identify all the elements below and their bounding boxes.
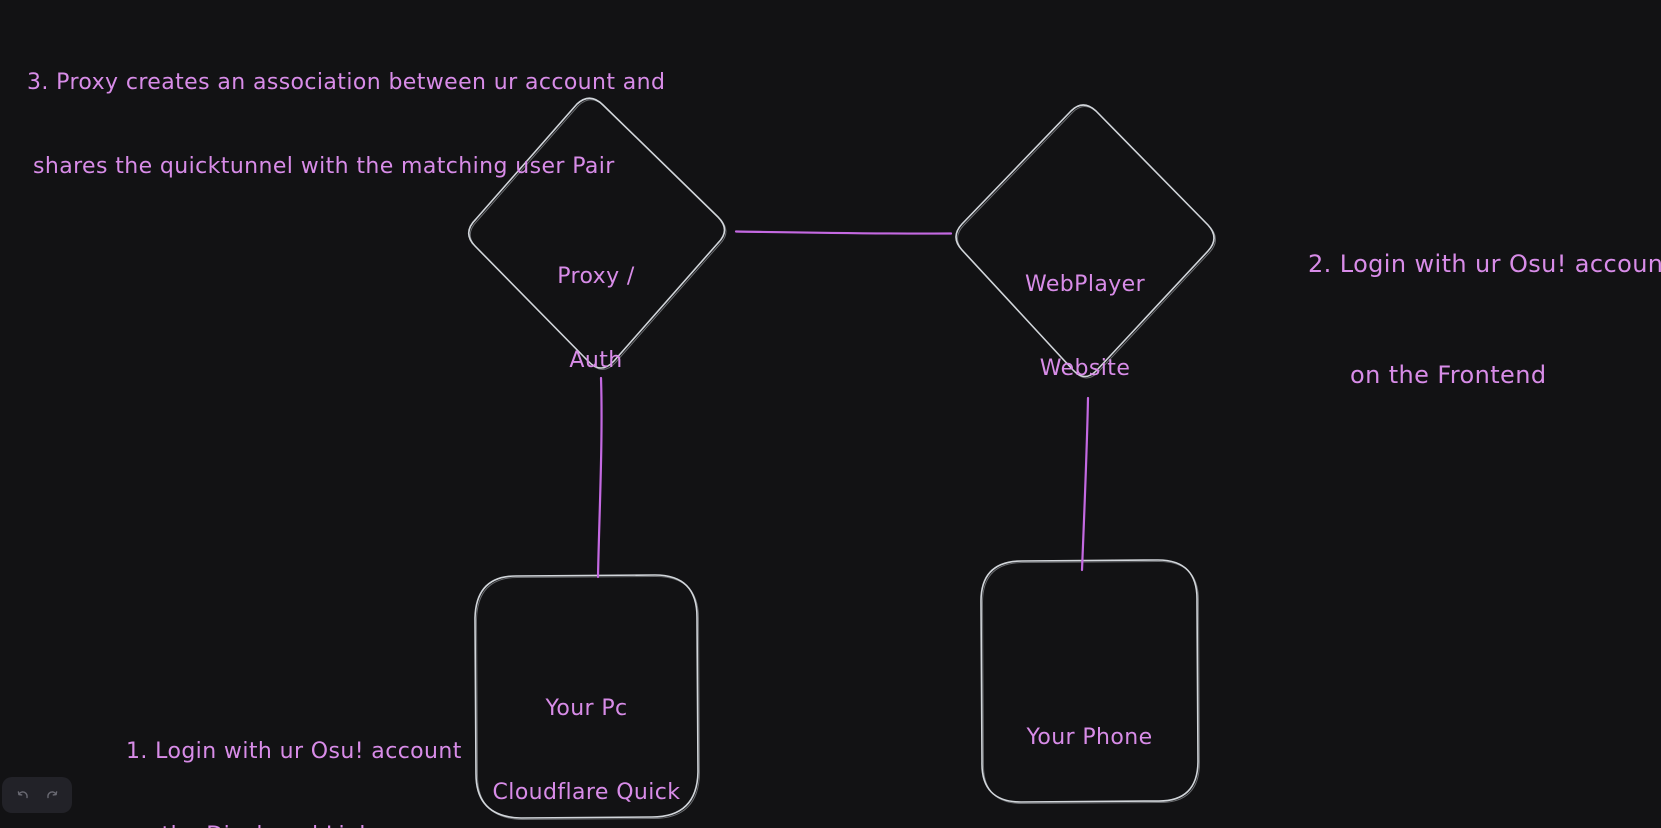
edge-webplayer-to-phone[interactable] (1080, 396, 1090, 572)
node-label-pc-tunnel[interactable]: Your Pc Cloudflare Quick tunnel Webserve… (476, 639, 697, 828)
undo-redo-island (2, 777, 72, 813)
annotation-step-3[interactable]: 3. Proxy creates an association between … (27, 13, 665, 237)
node-label-phone[interactable]: Your Phone (981, 668, 1198, 808)
rect-phone-sketch (982, 561, 1200, 804)
edge-proxy-to-pc[interactable] (596, 376, 603, 579)
node-label-webplayer[interactable]: WebPlayer Website (975, 215, 1195, 439)
proxy-auth-line-2: Auth (569, 348, 623, 373)
phone-line-1: Your Phone (1026, 725, 1153, 750)
annotation-step-2[interactable]: 2. Login with ur Osu! account on the Fro… (1308, 172, 1661, 468)
diamond-webplayer[interactable] (955, 104, 1215, 378)
annotation-step-1-line-1: 1. Login with ur Osu! account (126, 739, 462, 764)
rect-pc-tunnel[interactable] (474, 574, 699, 819)
annotation-step-3-line-1: 3. Proxy creates an association between … (27, 70, 666, 95)
edge-proxy-to-webplayer[interactable] (734, 230, 953, 235)
pc-tunnel-line-2: Cloudflare Quick (492, 780, 681, 805)
rect-pc-tunnel-sketch (476, 576, 700, 820)
proxy-auth-line-1: Proxy / (557, 264, 635, 289)
undo-icon (17, 791, 28, 799)
rect-phone[interactable] (980, 559, 1199, 803)
diamond-webplayer-sketch (957, 106, 1216, 379)
node-label-proxy-auth[interactable]: Proxy / Auth (486, 207, 706, 431)
undo-button[interactable] (11, 783, 35, 807)
annotation-step-1[interactable]: 1. Login with ur Osu! account on the Dis… (126, 682, 462, 828)
redo-button[interactable] (40, 783, 64, 807)
annotation-step-2-line-2: on the Frontend (1350, 361, 1547, 389)
annotation-step-2-line-1: 2. Login with ur Osu! account (1308, 250, 1661, 278)
webplayer-line-2: Website (1039, 356, 1131, 381)
pc-tunnel-line-1: Your Pc (545, 696, 628, 721)
diamond-proxy-auth-sketch (469, 99, 727, 370)
annotation-step-1-line-2: on the Displayed Link (126, 822, 462, 828)
diamond-proxy-auth[interactable] (467, 97, 726, 369)
annotation-step-3-line-2: shares the quicktunnel with the matching… (33, 154, 615, 179)
webplayer-line-1: WebPlayer (1024, 272, 1146, 297)
redo-icon (46, 791, 57, 799)
